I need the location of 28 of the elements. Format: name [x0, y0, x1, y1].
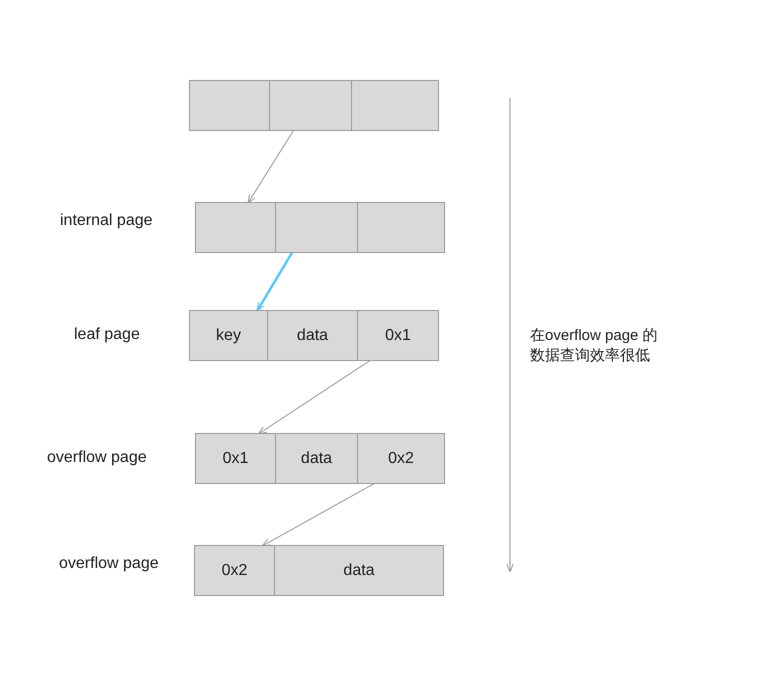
page-record: [189, 310, 439, 361]
record-field: 0x2: [195, 546, 275, 595]
page-record: [195, 433, 445, 484]
record-field: data: [275, 546, 443, 595]
record-field: [352, 81, 438, 130]
arrow: [248, 130, 294, 204]
record-field: 0x2: [358, 434, 444, 483]
page-record: [189, 80, 439, 131]
row-label: leaf page: [74, 326, 140, 344]
record-field: key: [190, 311, 268, 360]
row-label: overflow page: [47, 449, 147, 467]
record-field: [196, 203, 276, 252]
row-label: overflow page: [59, 555, 159, 573]
arrow: [262, 482, 376, 546]
record-field: [270, 81, 352, 130]
record-field: 0x1: [196, 434, 276, 483]
record-field: 0x1: [358, 311, 438, 360]
record-field: [358, 203, 444, 252]
record-field: [276, 203, 358, 252]
arrow: [256, 251, 294, 312]
record-field: data: [276, 434, 358, 483]
row-label: internal page: [60, 212, 153, 230]
note-text: 在overflow page 的数据查询效率很低: [530, 326, 659, 366]
page-record: [194, 545, 444, 596]
record-field: data: [268, 311, 358, 360]
arrow: [258, 360, 372, 434]
page-record: [195, 202, 445, 253]
record-field: [190, 81, 270, 130]
